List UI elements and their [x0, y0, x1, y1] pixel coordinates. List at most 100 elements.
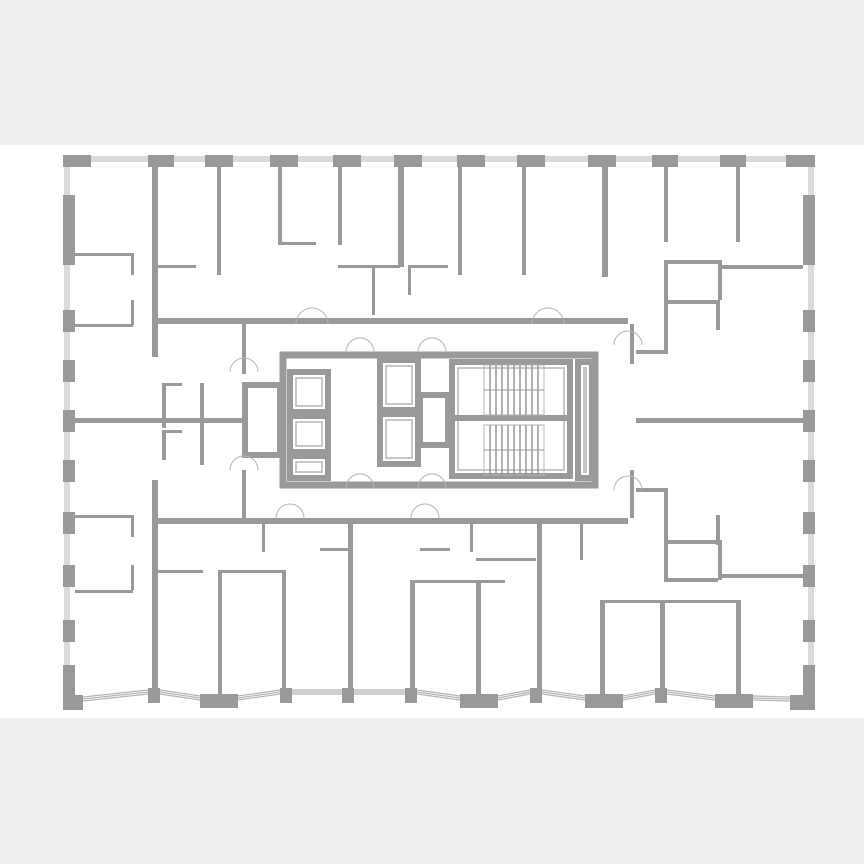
- door-swing: [627, 475, 643, 491]
- wall-pier: [803, 195, 815, 265]
- wall: [476, 580, 481, 695]
- door-swing: [359, 473, 375, 489]
- wall: [158, 570, 203, 573]
- window-line-bottom: [159, 689, 201, 697]
- wall: [537, 524, 542, 694]
- wall: [162, 430, 166, 460]
- door-swing: [243, 455, 259, 471]
- wall: [600, 600, 740, 603]
- door-swing: [410, 503, 426, 519]
- wall-pier: [63, 512, 75, 534]
- wall: [410, 580, 505, 583]
- floor-plan: [63, 155, 815, 710]
- wall-pier: [715, 694, 753, 708]
- window-line-bottom: [82, 691, 149, 700]
- wall-pier: [148, 155, 174, 167]
- wall: [75, 418, 245, 423]
- wall-pier: [585, 694, 623, 708]
- door-swing: [417, 337, 433, 353]
- wall: [664, 260, 668, 354]
- door-swings: [229, 307, 643, 519]
- wall-pier: [803, 360, 815, 382]
- wall: [718, 260, 722, 300]
- wall: [668, 300, 720, 304]
- door-swing: [311, 307, 329, 325]
- door-swing: [243, 357, 259, 373]
- wall: [75, 324, 133, 327]
- wall: [736, 167, 740, 242]
- wall: [152, 480, 158, 695]
- wall-pier: [63, 565, 75, 587]
- wall: [217, 167, 221, 275]
- wall-pier: [790, 695, 815, 710]
- wall-pier: [63, 195, 75, 265]
- wall-pier: [720, 155, 746, 167]
- door-swing: [547, 307, 565, 325]
- door-swing: [431, 473, 447, 489]
- door-swing: [613, 475, 629, 491]
- wall-pier: [803, 310, 815, 332]
- door-swing: [431, 337, 447, 353]
- wall: [242, 470, 246, 518]
- elevator-lobby: [330, 360, 372, 480]
- window-line-bottom: [82, 693, 149, 702]
- wall: [630, 470, 634, 518]
- wall-pier: [333, 155, 361, 167]
- window-line-bottom: [497, 691, 531, 699]
- wall-pier: [460, 694, 498, 708]
- window-line-bottom: [237, 689, 281, 697]
- window-line-bottom: [622, 693, 656, 701]
- door-swing: [424, 503, 440, 519]
- wall: [131, 300, 134, 325]
- wall: [716, 300, 720, 330]
- wall-pier: [803, 410, 815, 432]
- wall: [162, 383, 182, 386]
- wall-pier: [786, 155, 815, 167]
- wall: [348, 524, 353, 694]
- window-line-bottom: [666, 689, 716, 697]
- wall: [131, 253, 134, 275]
- wall: [408, 265, 448, 268]
- wall-pier: [63, 310, 75, 332]
- door-swing: [613, 330, 629, 346]
- wall: [736, 600, 741, 695]
- wall: [200, 460, 204, 465]
- window-line-bottom: [666, 691, 716, 699]
- wall-pier: [63, 410, 75, 432]
- window-line-bottom: [237, 691, 281, 699]
- wall: [716, 515, 720, 545]
- staircase: [483, 364, 545, 476]
- wall: [420, 548, 450, 551]
- wall-pier: [803, 460, 815, 482]
- window-line-bottom: [541, 689, 586, 697]
- door-swing: [289, 503, 305, 519]
- exterior-piers: [63, 155, 815, 710]
- elevator-car: [295, 421, 323, 447]
- window-line-bottom: [497, 693, 531, 701]
- window-line-bottom: [666, 693, 716, 701]
- window-line-bottom: [622, 691, 656, 699]
- wall: [372, 265, 375, 315]
- wall: [470, 524, 473, 552]
- window-line-bottom: [416, 689, 461, 697]
- window-line-bottom: [159, 691, 201, 699]
- wall-pier: [457, 155, 485, 167]
- wall: [410, 580, 415, 695]
- wall: [522, 167, 526, 275]
- wall: [664, 260, 718, 264]
- utility-room: [242, 382, 283, 458]
- wall: [218, 570, 222, 695]
- wall: [75, 590, 133, 593]
- wall: [282, 570, 286, 695]
- wall-pier: [270, 155, 298, 167]
- wall: [664, 488, 668, 582]
- elevator-car: [583, 367, 587, 473]
- wall: [152, 167, 158, 357]
- wall: [75, 253, 133, 256]
- wall-pier: [63, 460, 75, 482]
- wall: [476, 558, 536, 561]
- interior-walls: [75, 167, 803, 695]
- wall-pier: [200, 694, 238, 708]
- window-line-bottom: [416, 693, 461, 701]
- window-line-bottom: [541, 693, 586, 701]
